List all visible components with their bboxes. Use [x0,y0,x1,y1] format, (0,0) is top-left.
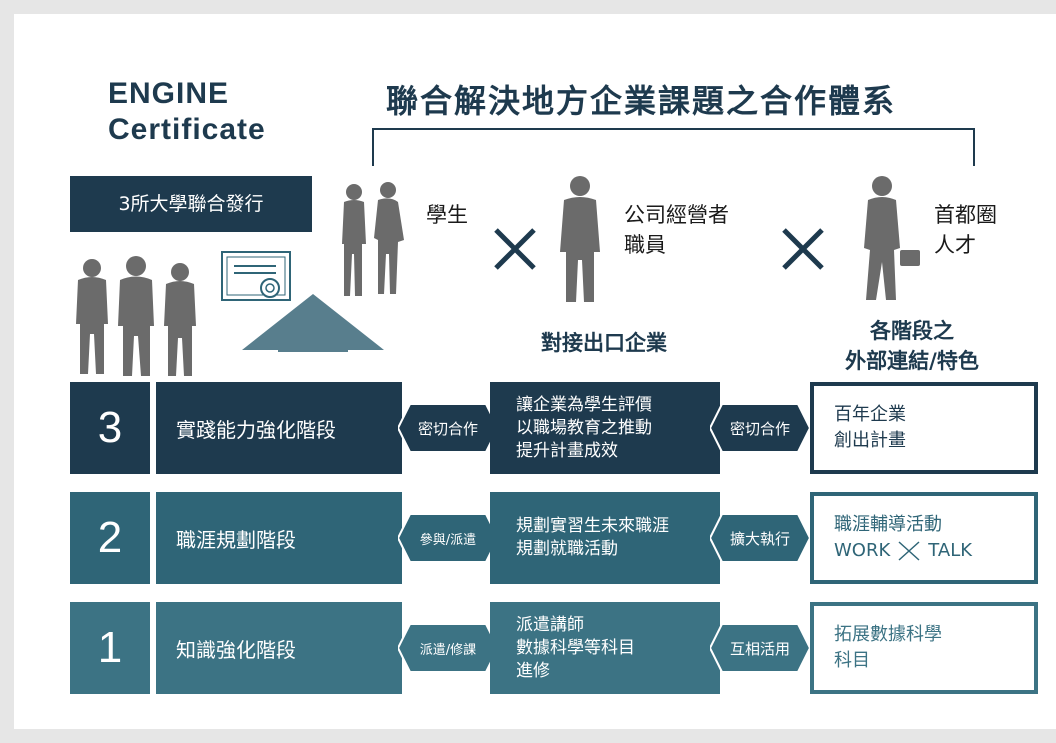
stage-1-feature-line: 拓展數據科學 [834,624,942,645]
role-manager: 公司經營者 職員 [624,203,729,257]
stage-2-name: 職涯規劃階段 [156,492,402,584]
engine-title-line1: ENGINE [108,77,230,110]
stage-3-right-arrow: 密切合作 [710,404,810,452]
stage-3-feature-line: 創出計畫 [834,430,906,451]
stage-2-connect-box: 規劃實習生未來職涯 規劃就職活動 [490,492,720,584]
stage-3-number: 3 [70,382,150,474]
stage-3-connect-box: 讓企業為學生評價 以職場教育之推動 提升計畫成效 [490,382,720,474]
stage-1-left-arrow: 派遣/修課 [398,624,498,672]
stage-2-connect-line: 規劃就職活動 [516,539,618,559]
stage-1-left-arrow-label: 派遣/修課 [419,642,477,658]
stage-2-right-arrow: 擴大執行 [710,514,810,562]
stage-3-name: 實踐能力強化階段 [156,382,402,474]
stage-2-feature-box: 職涯輔導活動 WORK TALK [810,492,1038,584]
stage-3-feature-box: 百年企業 創出計畫 [810,382,1038,474]
stage-1-connect-line: 進修 [516,660,550,681]
manager-icon [560,176,600,302]
stage-1-connect-box: 派遣講師 數據科學等科目 進修 [490,602,720,694]
heading-external-line2: 外部連結/特色 [845,349,979,373]
stage-3-connect-line: 以職場教育之推動 [516,417,652,438]
stage-2-left-arrow: 參與/派遣 [398,514,498,562]
role-student: 學生 [426,203,468,227]
main-title: 聯合解決地方企業課題之合作體系 [386,82,897,120]
up-arrow-icon [242,294,384,352]
stage-1-number: 1 [70,602,150,694]
stage-3-right-arrow-label: 密切合作 [729,419,790,438]
engine-title-line2: Certificate [108,113,266,146]
stage-3-connect-line: 讓企業為學生評價 [516,394,652,415]
title-bracket [372,128,975,166]
stage-1-feature-line: 科目 [834,650,870,671]
cross-icon [782,228,824,270]
stage-2-right-arrow-label: 擴大執行 [729,529,790,548]
diagram-canvas: ENGINE Certificate 聯合解決地方企業課題之合作體系 3所大學聯… [14,14,1056,729]
stage-2-number: 2 [70,492,150,584]
stage-1-feature-box: 拓展數據科學 科目 [810,602,1038,694]
stage-3-feature-line: 百年企業 [834,404,906,425]
stage-3-connect-line: 提升計畫成效 [516,440,618,461]
work-label: WORK [834,540,891,561]
students-icon [342,182,404,296]
stage-1-name: 知識強化階段 [156,602,402,694]
cross-icon [494,228,536,270]
talent-icon [864,176,920,300]
stage-1-right-arrow-label: 互相活用 [729,639,790,658]
engine-certificate-title: ENGINE Certificate [108,76,266,148]
heading-connect-export: 對接出口企業 [541,331,667,355]
role-capital-talent: 首都圈 人才 [934,203,997,257]
heading-external-links: 各階段之 外部連結/特色 [812,316,1012,376]
stage-2-feature-line: 職涯輔導活動 [834,514,942,535]
heading-external-line1: 各階段之 [870,319,954,343]
talk-label: TALK [928,540,973,561]
stage-2-connect-line: 規劃實習生未來職涯 [516,516,669,536]
businessmen-group-icon [76,256,196,376]
stage-1-connect-line: 派遣講師 [516,614,584,635]
stage-1-connect-line: 數據科學等科目 [516,637,635,658]
stage-2-work-talk: WORK TALK [834,538,1034,564]
stage-2-left-arrow-label: 參與/派遣 [419,532,477,548]
stage-3-left-arrow-label: 密切合作 [417,419,478,438]
university-badge: 3所大學聯合發行 [70,176,312,232]
stage-3-left-arrow: 密切合作 [398,404,498,452]
cross-icon [898,541,920,561]
certificate-icon [221,251,291,301]
stage-1-right-arrow: 互相活用 [710,624,810,672]
